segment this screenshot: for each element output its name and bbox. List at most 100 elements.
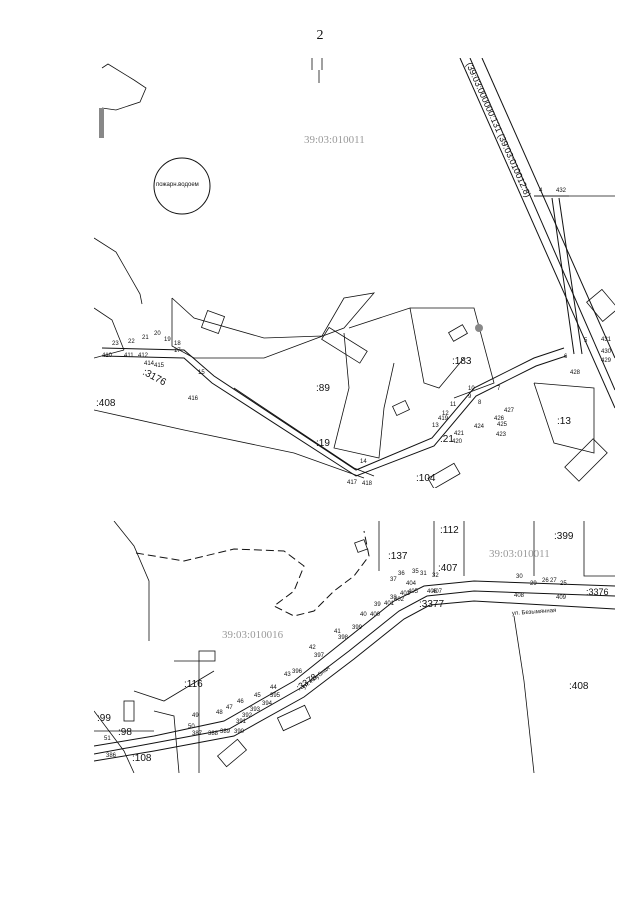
point-number: 30 [516,574,523,580]
point-number: 416 [188,396,199,402]
terrain-dashed-line [135,530,370,617]
point-number: 31 [420,571,427,577]
point-number: 408 [514,593,525,599]
point-number: 38 [390,595,397,601]
point-number: 20 [154,331,161,337]
point-number: 431 [601,337,612,343]
point-number: 46 [237,699,244,705]
point-number: 389 [220,729,231,735]
point-number: 35 [412,569,419,575]
point-number: 415 [154,363,165,369]
point-number: 7 [497,386,501,392]
point-number: 388 [208,731,219,737]
hatched-marker [99,108,104,138]
point-number: 22 [128,339,135,345]
point-number: 397 [314,653,325,659]
point-number: 404 [406,581,417,587]
parcel-labels: :112 :137 :399 :407 :3377 :116 :99 :98 :… [97,525,609,764]
cadastral-block-label: 39:03:010016 [222,629,284,641]
point-number: 396 [292,669,303,675]
point-number: 423 [496,432,507,438]
point-number: 400 [370,612,381,618]
highway-corridor [459,58,615,409]
point-number: 45 [254,693,261,699]
point-number: 18 [174,341,181,347]
point-number: 386 [106,753,117,759]
parcel-label: :3176 [141,367,169,389]
point-numbers: 410 411 412 414 415 416 417 418 419 420 … [102,188,612,487]
point-number: 10 [468,386,475,392]
parcel-label: :183 [452,356,472,367]
point-number: 390 [234,729,245,735]
cadastral-map-upper: (39:03:000000:131 (39:03:010012:8) пожар… [94,58,615,488]
point-number: 40 [360,612,367,618]
point-number: 402 [394,597,405,603]
point-number: 11 [450,402,457,408]
point-number: 420 [452,439,463,445]
point-number: 17 [174,348,181,354]
point-number: 393 [250,707,261,713]
point-number: 5 [584,338,588,344]
point-number: 32 [432,573,439,579]
point-number: 42 [309,645,316,651]
point-number: 419 [438,416,449,422]
point-number: 395 [270,693,281,699]
point-number: 14 [360,459,367,465]
terrain-lines [94,58,323,359]
page-number: 2 [316,28,324,43]
point-number: 401 [384,601,395,607]
point-number: 36 [398,571,405,577]
point-number: 12 [442,411,449,417]
point-number: 41 [334,629,341,635]
cadastral-map-lower: 39:03:010016 39:03:010011 :112 :137 :399… [94,521,615,773]
point-number: 44 [270,685,277,691]
point-number: 23 [112,341,119,347]
point-number: 409 [556,595,567,601]
point-number: 427 [504,408,515,414]
point-number: 29 [530,581,537,587]
point-number: 407 [432,589,443,595]
parcel-label: :116 [184,679,203,690]
parcel-label: :21 [440,434,454,445]
point-number: 51 [104,736,111,742]
parcel-label: :13 [557,416,571,427]
point-number: 398 [338,635,349,641]
parcel-label: :98 [118,727,132,738]
fire-pond-label: пожарн.водоем [156,182,199,188]
point-number: 9 [468,394,472,400]
point-number: 410 [102,353,113,359]
parcel-label: :3376 [586,587,609,597]
road-corridor [94,580,615,762]
point-number: 49 [192,713,199,719]
road-cadastral-label: (39:03:000000:131 (39:03:010012:8) [464,61,533,199]
point-number: 19 [164,337,171,343]
point-number: 21 [142,335,149,341]
point-number: 48 [216,710,223,716]
point-number: 391 [236,719,247,725]
parcel-label: :408 [96,398,116,409]
point-number: 26 [542,578,549,584]
point-number: 426 [494,416,505,422]
point-number: 4 [539,188,543,194]
point-number: 414 [144,361,155,367]
point-number: 13 [432,423,439,429]
point-number: 399 [352,625,363,631]
point-number: 37 [390,577,397,583]
point-number: 43 [284,672,291,678]
parcel-label: :89 [316,383,330,394]
point-number: 418 [362,481,373,487]
point-number: 394 [262,701,273,707]
parcel-outlines [94,195,615,479]
parcel-label: :19 [316,438,330,449]
point-number: 25 [560,581,567,587]
point-number: 8 [478,400,482,406]
point-number: 6 [564,354,568,360]
point-number: 411 [124,353,134,359]
point-number: 15 [198,370,205,376]
point-number: 50 [188,724,195,730]
point-number: 412 [138,353,149,359]
point-number: 406 [427,589,438,595]
street-label: ул. Безымянная [512,608,557,617]
point-number: 417 [347,480,358,486]
point-number: 429 [601,358,612,364]
